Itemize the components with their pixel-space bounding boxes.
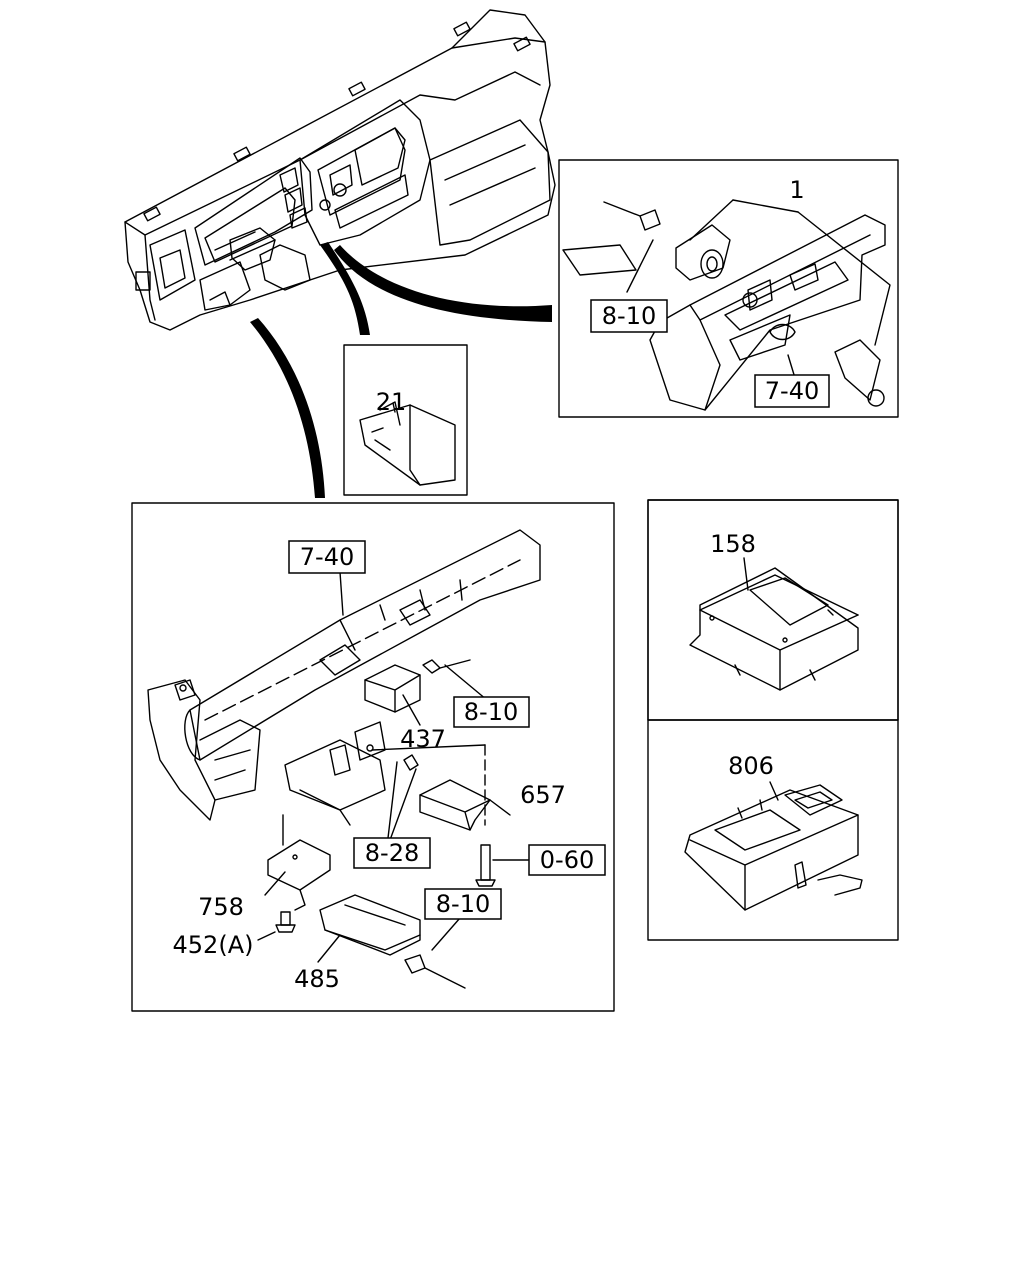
callout-part-158: 158 — [710, 530, 756, 558]
callout-part-806: 806 — [728, 752, 774, 780]
panel-right-bottom-frame — [647, 499, 899, 941]
callout-part-1: 1 — [789, 176, 804, 204]
callout-part-437: 437 — [400, 725, 446, 753]
panel-main-frame — [131, 502, 615, 1012]
ref-box-8-28 — [353, 837, 431, 869]
callout-part-452a: 452(A) — [173, 931, 254, 959]
panel-center-frame — [343, 344, 468, 496]
callout-part-485: 485 — [294, 965, 340, 993]
callout-ref-7-40-main: 7-40 — [300, 543, 354, 571]
ref-box-7-40-top — [754, 374, 830, 408]
callout-ref-7-40-top: 7-40 — [765, 377, 819, 405]
ref-box-0-60 — [528, 844, 606, 876]
callout-ref-0-60: 0-60 — [540, 846, 594, 874]
module-806-illustration — [684, 781, 863, 911]
callout-part-758: 758 — [198, 893, 244, 921]
ref-box-8-10-main-b — [424, 888, 502, 920]
callout-ref-8-10-top: 8-10 — [602, 302, 656, 330]
panel-top-right-frame — [558, 159, 899, 418]
callout-labels: 1 8-10 7-40 21 7-40 8-10 437 657 8-28 0-… — [173, 176, 830, 993]
ref-box-8-10-top — [590, 299, 668, 333]
leader-arrows — [250, 242, 552, 498]
main-illustration — [147, 529, 541, 989]
dashboard-illustration — [124, 9, 556, 331]
callout-part-657: 657 — [520, 781, 566, 809]
ref-box-8-10-main-a — [453, 696, 530, 728]
callout-ref-8-28: 8-28 — [365, 839, 419, 867]
module-158-illustration — [689, 557, 859, 691]
callout-ref-8-10-main-b: 8-10 — [436, 890, 490, 918]
ref-box-7-40-main — [288, 540, 366, 574]
callout-part-21: 21 — [376, 388, 407, 416]
top-right-illustration — [562, 199, 891, 411]
callout-ref-8-10-main-a: 8-10 — [464, 698, 518, 726]
switch-21-illustration — [359, 401, 456, 486]
